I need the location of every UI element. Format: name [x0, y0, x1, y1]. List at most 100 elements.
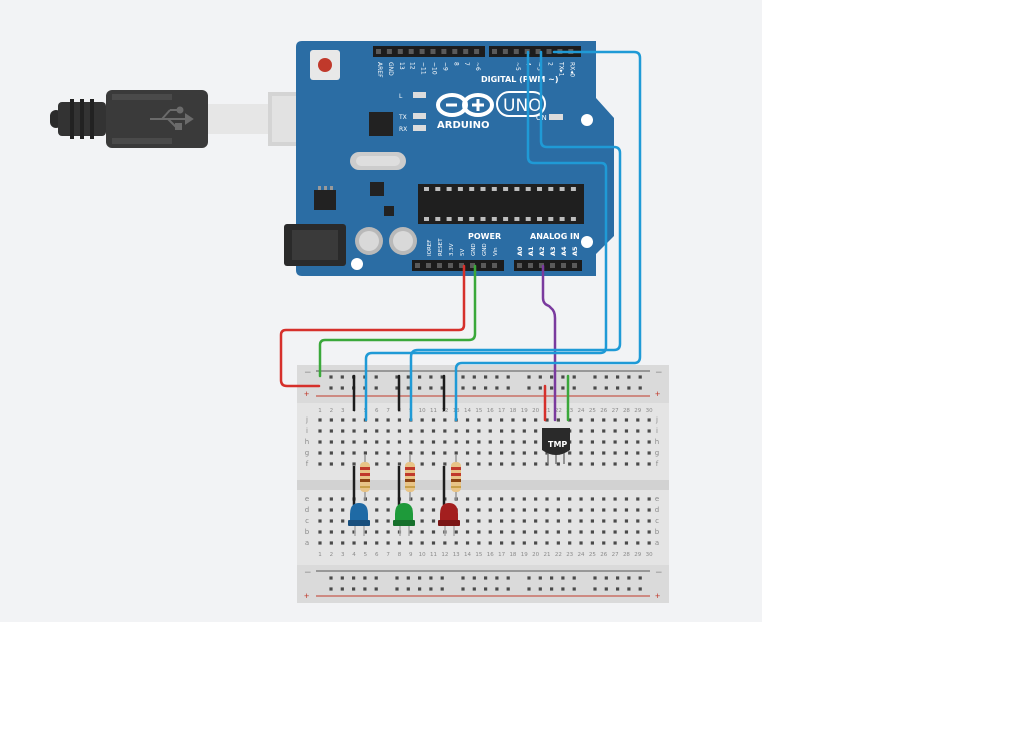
breadboard-hole[interactable]	[397, 440, 402, 444]
breadboard-hole[interactable]	[579, 541, 583, 545]
breadboard-hole[interactable]	[429, 576, 433, 580]
breadboard-hole[interactable]	[506, 375, 510, 379]
breadboard-hole[interactable]	[431, 508, 436, 512]
breadboard-hole[interactable]	[488, 418, 492, 422]
breadboard-hole[interactable]	[568, 541, 572, 545]
header-pin[interactable]	[492, 49, 497, 54]
breadboard-hole[interactable]	[488, 541, 492, 545]
wire-5v-red[interactable]	[279, 264, 466, 388]
breadboard-hole[interactable]	[568, 530, 572, 534]
breadboard-hole[interactable]	[495, 386, 499, 390]
breadboard-hole[interactable]	[465, 508, 470, 512]
breadboard-hole[interactable]	[472, 386, 476, 390]
header-pin[interactable]	[550, 263, 555, 268]
breadboard-hole[interactable]	[352, 429, 356, 433]
breadboard-hole[interactable]	[375, 462, 379, 466]
breadboard-hole[interactable]	[593, 576, 597, 580]
breadboard-hole[interactable]	[550, 576, 554, 580]
breadboard-hole[interactable]	[550, 587, 554, 591]
breadboard-hole[interactable]	[624, 429, 629, 433]
breadboard-hole[interactable]	[465, 418, 470, 422]
breadboard-hole[interactable]	[375, 440, 379, 444]
header-pin[interactable]	[430, 49, 436, 54]
header-pin[interactable]	[517, 263, 522, 268]
breadboard-hole[interactable]	[375, 530, 379, 534]
breadboard-hole[interactable]	[579, 508, 583, 512]
breadboard-hole[interactable]	[636, 418, 640, 422]
breadboard-hole[interactable]	[627, 375, 631, 379]
header-pin[interactable]	[481, 263, 486, 268]
breadboard-hole[interactable]	[579, 440, 583, 444]
breadboard-hole[interactable]	[363, 451, 367, 455]
breadboard-hole[interactable]	[352, 576, 356, 580]
breadboard-hole[interactable]	[454, 530, 458, 534]
header-pin[interactable]	[463, 49, 469, 54]
breadboard-hole[interactable]	[534, 497, 538, 501]
breadboard-hole[interactable]	[363, 440, 367, 444]
breadboard-hole[interactable]	[616, 375, 620, 379]
breadboard-hole[interactable]	[477, 440, 481, 444]
breadboard-hole[interactable]	[616, 576, 620, 580]
wire-a0-purple[interactable]	[541, 264, 557, 422]
breadboard-hole[interactable]	[579, 429, 583, 433]
breadboard-hole[interactable]	[477, 508, 481, 512]
breadboard-hole[interactable]	[602, 429, 606, 433]
breadboard-hole[interactable]	[613, 418, 617, 422]
breadboard-hole[interactable]	[395, 576, 399, 580]
wire-d5-blue[interactable]	[364, 50, 608, 422]
breadboard-hole[interactable]	[522, 429, 526, 433]
breadboard-hole[interactable]	[627, 576, 631, 580]
breadboard-hole[interactable]	[636, 508, 640, 512]
breadboard-hole[interactable]	[418, 375, 422, 379]
breadboard-hole[interactable]	[341, 508, 345, 512]
breadboard-hole[interactable]	[454, 429, 458, 433]
breadboard-hole[interactable]	[561, 576, 565, 580]
breadboard-hole[interactable]	[443, 462, 447, 466]
breadboard-hole[interactable]	[590, 418, 594, 422]
breadboard-hole[interactable]	[522, 418, 526, 422]
breadboard-hole[interactable]	[363, 587, 367, 591]
header-pin[interactable]	[376, 49, 381, 54]
breadboard-hole[interactable]	[488, 497, 492, 501]
breadboard-hole[interactable]	[579, 451, 583, 455]
breadboard-hole[interactable]	[477, 451, 481, 455]
breadboard-hole[interactable]	[636, 440, 640, 444]
breadboard-hole[interactable]	[572, 386, 576, 390]
breadboard-hole[interactable]	[636, 541, 640, 545]
header-pin[interactable]	[426, 263, 431, 268]
breadboard-hole[interactable]	[329, 576, 333, 580]
breadboard-hole[interactable]	[363, 530, 367, 534]
breadboard-hole[interactable]	[420, 462, 424, 466]
breadboard-hole[interactable]	[431, 429, 436, 433]
breadboard-hole[interactable]	[613, 508, 617, 512]
breadboard-hole[interactable]	[431, 530, 436, 534]
breadboard-hole[interactable]	[329, 418, 333, 422]
breadboard-hole[interactable]	[538, 375, 542, 379]
breadboard-hole[interactable]	[431, 541, 436, 545]
breadboard-hole[interactable]	[465, 519, 470, 523]
breadboard-hole[interactable]	[506, 386, 510, 390]
breadboard-hole[interactable]	[522, 497, 526, 501]
breadboard-hole[interactable]	[545, 451, 549, 455]
breadboard-hole[interactable]	[341, 418, 345, 422]
breadboard-hole[interactable]	[495, 587, 499, 591]
breadboard-hole[interactable]	[340, 386, 344, 390]
breadboard-hole[interactable]	[477, 429, 481, 433]
breadboard-hole[interactable]	[418, 386, 422, 390]
breadboard-hole[interactable]	[613, 530, 617, 534]
breadboard-hole[interactable]	[590, 440, 594, 444]
breadboard-hole[interactable]	[318, 541, 322, 545]
breadboard-hole[interactable]	[318, 462, 322, 466]
header-pin[interactable]	[397, 49, 403, 54]
breadboard-hole[interactable]	[534, 429, 538, 433]
breadboard-hole[interactable]	[572, 375, 576, 379]
breadboard-hole[interactable]	[636, 519, 640, 523]
header-pin[interactable]	[492, 263, 497, 268]
breadboard-hole[interactable]	[409, 530, 413, 534]
breadboard-hole[interactable]	[636, 451, 640, 455]
breadboard-hole[interactable]	[406, 587, 410, 591]
breadboard-hole[interactable]	[440, 587, 444, 591]
breadboard-hole[interactable]	[647, 497, 651, 501]
breadboard-hole[interactable]	[624, 519, 629, 523]
